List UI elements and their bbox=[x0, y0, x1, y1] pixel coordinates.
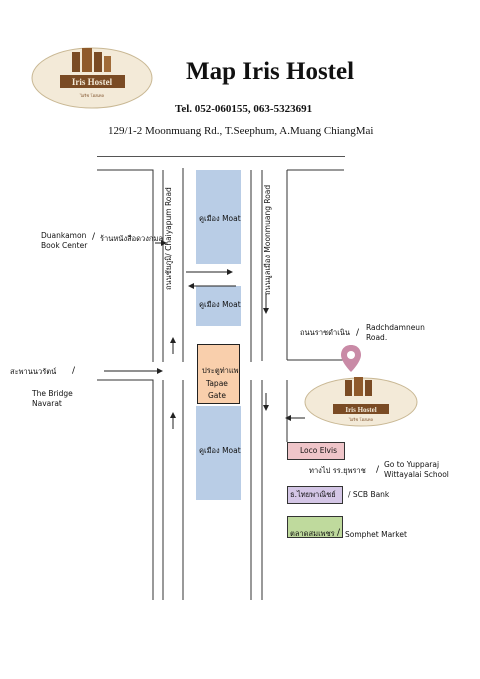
moat-label: คูเมือง Moat bbox=[199, 214, 241, 223]
yupparaj-en-label: Go to Yupparaj Wittayalai School bbox=[384, 460, 449, 479]
ratchadamnoen-thai-label: ถนนราชดำเนิน bbox=[300, 328, 351, 337]
hostel-logo: Iris Hostel ไอริช โฮสเทล bbox=[30, 40, 155, 110]
logo-graphic: Iris Hostel ไอริช โฮสเทล bbox=[31, 47, 153, 109]
gate-label-thai: ประตูท่าแพ bbox=[202, 366, 239, 375]
road-edge bbox=[97, 379, 154, 600]
svg-text:ไอริช โฮสเทล: ไอริช โฮสเทล bbox=[79, 93, 105, 98]
yupparaj-thai-label: ทางไป รร.ยุพราช bbox=[309, 466, 366, 475]
svg-text:ไอริช โฮสเทล: ไอริช โฮสเทล bbox=[348, 417, 374, 422]
loco-elvis-box: Loco Elvis bbox=[287, 442, 345, 460]
ratchadamnoen-en-label: Radchdamneun Road. bbox=[366, 323, 425, 342]
moat-label: คูเมือง Moat bbox=[199, 300, 241, 309]
bridge-en-label: The Bridge Navarat bbox=[32, 389, 73, 408]
hostel-location-logo: Iris Hostel ไอริช โฮสเทล bbox=[303, 370, 419, 428]
bridge-thai-label: สะพานนวรัตน์ bbox=[10, 367, 57, 376]
address: 129/1-2 Moonmuang Rd., T.Seephum, A.Muan… bbox=[108, 125, 374, 137]
road-edge bbox=[97, 169, 154, 362]
ratchadamnoen-slash: / bbox=[356, 328, 360, 338]
gate-label-gate: Gate bbox=[208, 391, 226, 400]
scb-bank-box: ธ.ไทยพาณิชย์ bbox=[287, 486, 343, 504]
map-logo-text: Iris Hostel bbox=[345, 406, 376, 414]
moat-block-top bbox=[196, 170, 241, 264]
duankamon-thai-label: ร้านหนังสือดวงกมล bbox=[100, 234, 164, 243]
divider bbox=[97, 156, 345, 157]
moat-block-middle bbox=[196, 286, 241, 326]
yupparaj-slash: / bbox=[376, 465, 380, 475]
moat-block-bottom bbox=[196, 406, 241, 500]
duankamon-slash: / bbox=[92, 232, 96, 242]
page-title: Map Iris Hostel bbox=[186, 58, 355, 85]
gate-label-tapae: Tapae bbox=[206, 379, 228, 388]
tapae-gate bbox=[197, 344, 240, 404]
somphet-market-box: ตลาดสมเพชร bbox=[287, 516, 343, 538]
duankamon-label: Duankamon Book Center bbox=[41, 231, 88, 250]
logo-text: Iris Hostel bbox=[72, 77, 113, 87]
somphet-slash: / bbox=[337, 528, 341, 538]
location-pin-icon bbox=[339, 344, 363, 374]
bridge-slash: / bbox=[72, 366, 76, 376]
telephone: Tel. 052-060155, 063-5323691 bbox=[175, 103, 313, 115]
somphet-en-label: Somphet Market bbox=[345, 530, 407, 539]
moat-label: คูเมือง Moat bbox=[199, 446, 241, 455]
scb-en-label: / SCB Bank bbox=[348, 490, 390, 499]
